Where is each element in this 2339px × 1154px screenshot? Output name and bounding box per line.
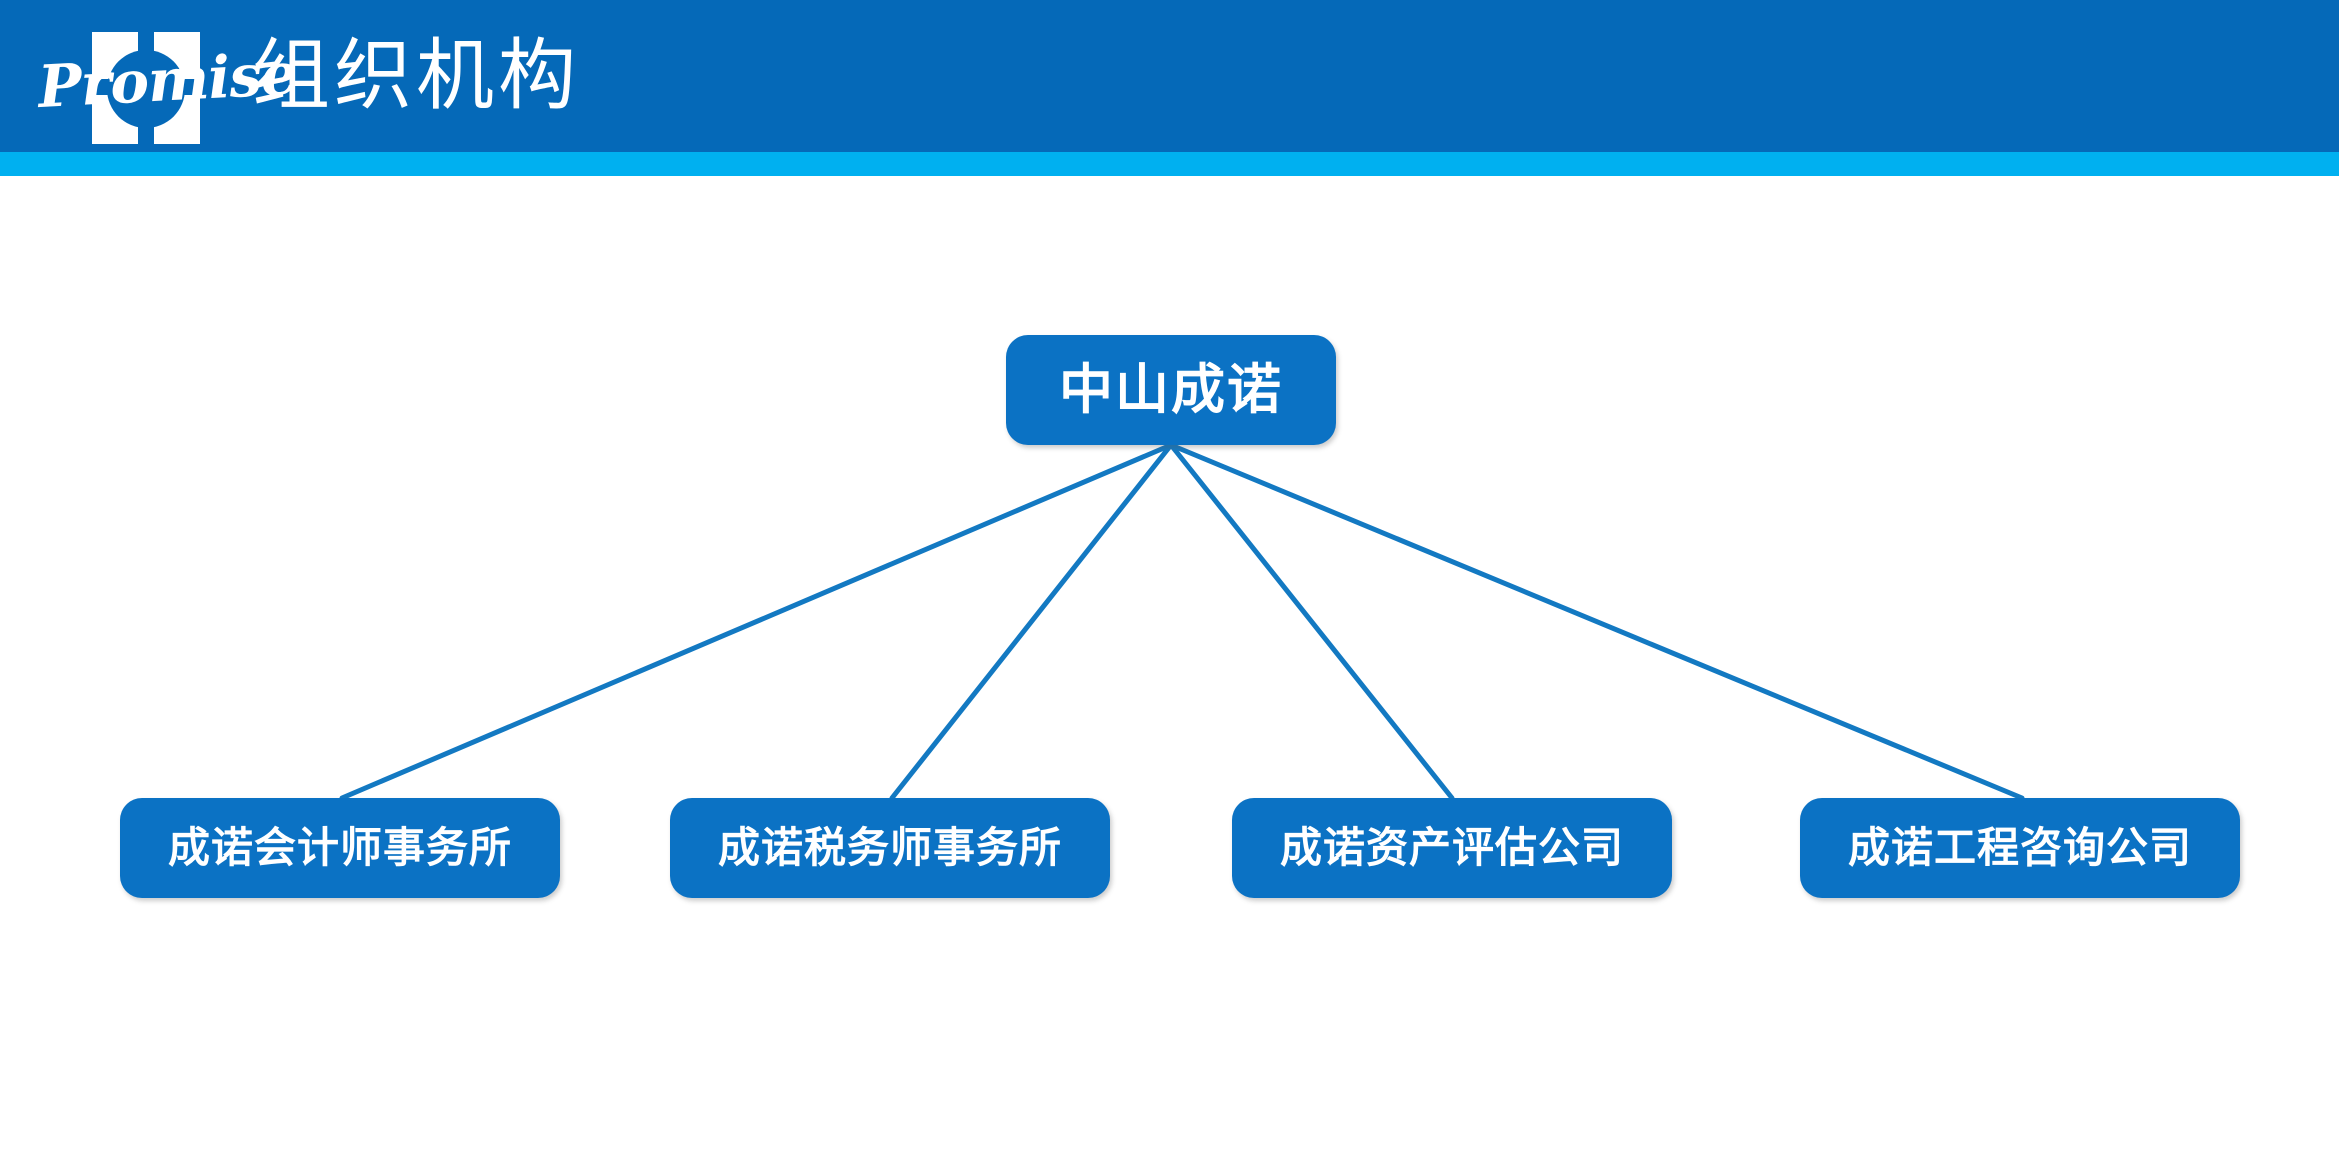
logo-square-circle-icon xyxy=(90,30,202,146)
org-node-child-0-label: 成诺会计师事务所 xyxy=(167,823,512,872)
logo-slot-right xyxy=(176,79,202,95)
org-node-child-3[interactable]: 成诺工程咨询公司 xyxy=(1800,798,2240,898)
org-node-child-1[interactable]: 成诺税务师事务所 xyxy=(670,798,1110,898)
connector-root-to-child-2 xyxy=(1168,442,1455,801)
logo-slot-left xyxy=(90,79,116,95)
connector-lines xyxy=(339,442,2025,801)
org-node-child-2[interactable]: 成诺资产评估公司 xyxy=(1232,798,1672,898)
org-node-child-1-label: 成诺税务师事务所 xyxy=(717,823,1062,872)
header-band xyxy=(0,0,2339,152)
logo-slot-bottom xyxy=(138,120,154,146)
org-node-child-0[interactable]: 成诺会计师事务所 xyxy=(120,798,560,898)
header-accent-strip xyxy=(0,152,2339,176)
org-node-child-2-label: 成诺资产评估公司 xyxy=(1279,823,1624,872)
page-title: 组织机构 xyxy=(252,31,581,121)
org-chart: 中山成诺 成诺会计师事务所 成诺税务师事务所 成诺资产评估公司 成诺工程咨询公司 xyxy=(0,176,2339,1154)
org-node-root[interactable]: 中山成诺 xyxy=(1006,335,1336,445)
connector-root-to-child-0 xyxy=(339,442,1174,801)
logo-slot-top xyxy=(138,30,154,56)
logo-wordmark: Promise xyxy=(36,39,299,121)
connector-root-to-child-3 xyxy=(1168,442,2025,801)
logo-circle-cutout xyxy=(107,50,185,128)
org-node-child-3-label: 成诺工程咨询公司 xyxy=(1847,823,2192,872)
connector-root-to-child-1 xyxy=(889,442,1174,801)
org-node-root-label: 中山成诺 xyxy=(1059,358,1283,421)
promise-logo: Promise xyxy=(36,8,298,146)
